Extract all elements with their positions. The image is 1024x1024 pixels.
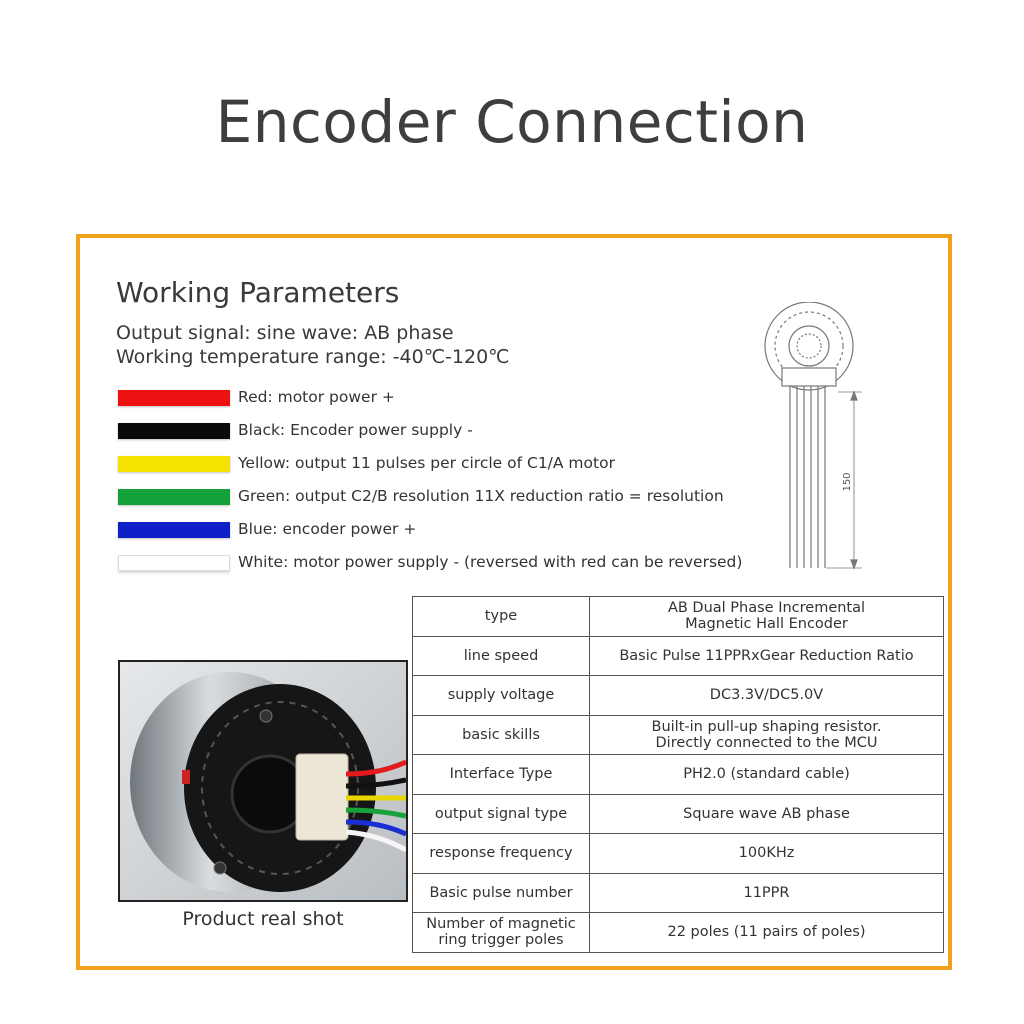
spec-value: 11PPR	[589, 872, 944, 913]
table-row: Interface Type PH2.0 (standard cable)	[412, 754, 944, 795]
spec-key: basic skills	[412, 714, 590, 755]
red-wire-swatch	[118, 390, 230, 406]
spec-value: 100KHz	[589, 833, 944, 874]
table-row: supply voltage DC3.3V/DC5.0V	[412, 675, 944, 716]
spec-key: response frequency	[412, 833, 590, 874]
spec-key: Number of magnetic ring trigger poles	[412, 912, 590, 953]
spec-value: AB Dual Phase Incremental Magnetic Hall …	[589, 596, 944, 637]
wire-label: Black: Encoder power supply -	[238, 421, 473, 439]
table-row: line speed Basic Pulse 11PPRxGear Reduct…	[412, 635, 944, 676]
spec-value: Square wave AB phase	[589, 793, 944, 834]
spec-value: DC3.3V/DC5.0V	[589, 675, 944, 716]
wire-label: Yellow: output 11 pulses per circle of C…	[238, 454, 615, 472]
spec-value: 22 poles (11 pairs of poles)	[589, 912, 944, 953]
dimension-label: 150	[842, 472, 853, 491]
table-row: response frequency 100KHz	[412, 833, 944, 874]
white-wire-swatch	[118, 555, 230, 571]
spec-key: output signal type	[412, 793, 590, 834]
spec-key: Basic pulse number	[412, 872, 590, 913]
spec-value-line: Magnetic Hall Encoder	[685, 616, 848, 633]
spec-value: Basic Pulse 11PPRxGear Reduction Ratio	[589, 635, 944, 676]
blue-wire-swatch	[118, 522, 230, 538]
table-row: Number of magnetic ring trigger poles 22…	[412, 912, 944, 953]
spec-key-line: ring trigger poles	[438, 932, 564, 949]
wire-label: White: motor power supply - (reversed wi…	[238, 553, 743, 571]
output-signal-text: Output signal: sine wave: AB phase	[116, 322, 454, 344]
section-title: Working Parameters	[116, 276, 400, 309]
spec-value: PH2.0 (standard cable)	[589, 754, 944, 795]
spec-value-line: Built-in pull-up shaping resistor.	[651, 718, 882, 735]
page-title: Encoder Connection	[215, 88, 809, 156]
table-row: Basic pulse number 11PPR	[412, 872, 944, 913]
spec-key: type	[412, 596, 590, 637]
spec-value-line: AB Dual Phase Incremental	[667, 600, 866, 617]
spec-value: Built-in pull-up shaping resistor. Direc…	[589, 714, 944, 755]
yellow-wire-swatch	[118, 456, 230, 472]
working-temperature-text: Working temperature range: -40℃-120℃	[116, 346, 510, 368]
encoder-technical-drawing: 150	[764, 302, 862, 570]
spec-value-line: Directly connected to the MCU	[655, 734, 878, 751]
parameters-panel: Working Parameters Output signal: sine w…	[76, 234, 952, 970]
product-photo	[118, 660, 408, 902]
photo-caption: Product real shot	[182, 908, 344, 930]
motor-encoder-image	[120, 662, 406, 900]
table-row: basic skills Built-in pull-up shaping re…	[412, 714, 944, 755]
table-row: output signal type Square wave AB phase	[412, 793, 944, 834]
spec-key: Interface Type	[412, 754, 590, 795]
black-wire-swatch	[118, 423, 230, 439]
spec-key-line: Number of magnetic	[426, 916, 576, 933]
wire-label: Red: motor power +	[238, 388, 395, 406]
spec-key: supply voltage	[412, 675, 590, 716]
spec-table: type AB Dual Phase Incremental Magnetic …	[412, 596, 944, 953]
wire-label: Blue: encoder power +	[238, 520, 417, 538]
green-wire-swatch	[118, 489, 230, 505]
table-row: type AB Dual Phase Incremental Magnetic …	[412, 596, 944, 637]
spec-key: line speed	[412, 635, 590, 676]
wire-label: Green: output C2/B resolution 11X reduct…	[238, 487, 724, 505]
